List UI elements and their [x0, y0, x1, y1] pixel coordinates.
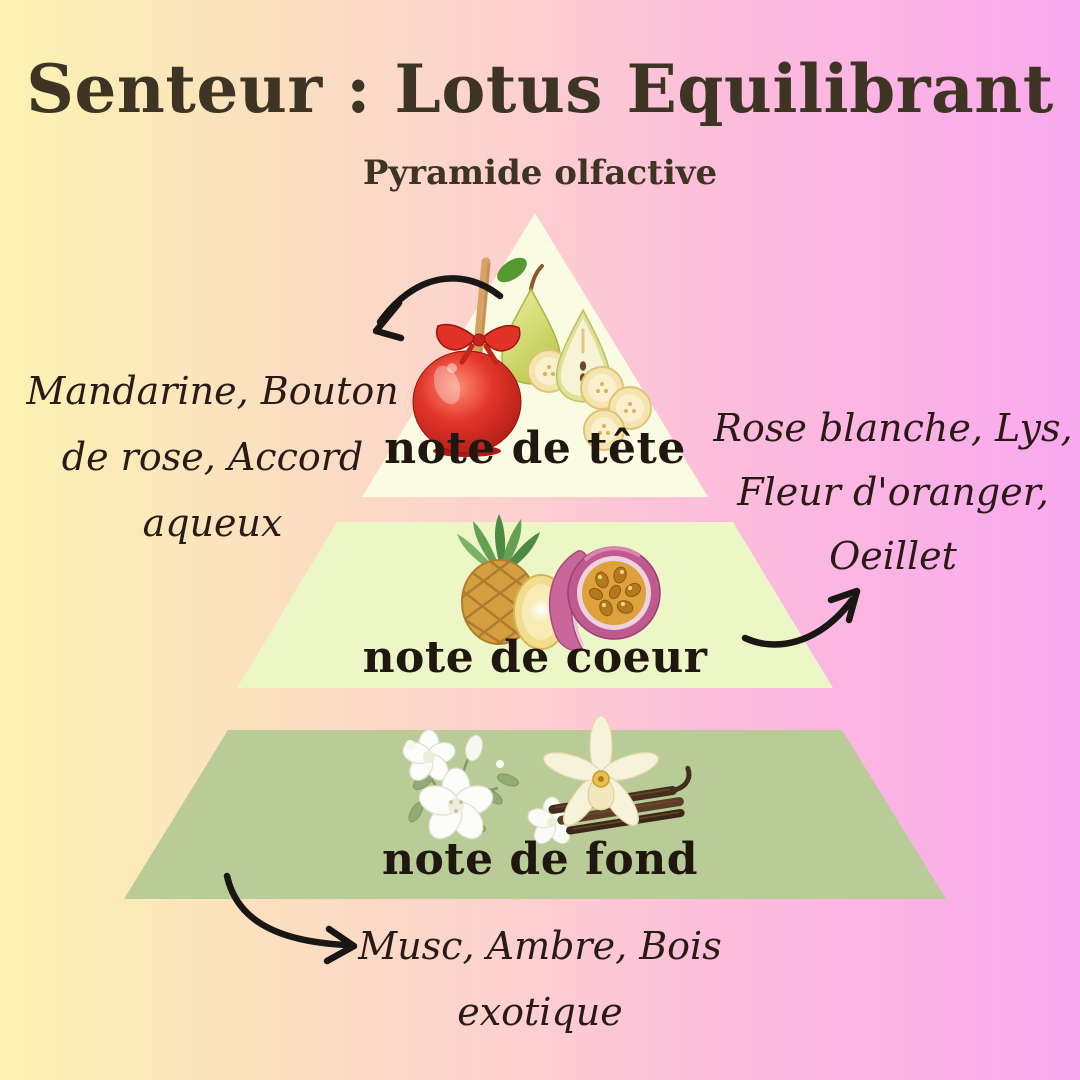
- candy-apple-image: [412, 257, 522, 457]
- level-label-top: note de tête: [384, 423, 686, 474]
- base-notes-line: exotique: [457, 990, 623, 1034]
- heart-notes-line: Oeillet: [829, 534, 957, 578]
- base-notes-line: Musc, Ambre, Bois: [358, 924, 722, 968]
- base-notes-text: Musc, Ambre, Bois exotique: [280, 913, 800, 1045]
- curved-arrow-top-icon: [372, 275, 504, 342]
- curved-arrow-heart-icon: [741, 587, 861, 648]
- top-notes-line: de rose, Accord: [61, 435, 364, 479]
- heart-notes-line: Rose blanche, Lys,: [713, 406, 1073, 450]
- passion-fruit-image: [548, 546, 661, 652]
- top-notes-line: aqueux: [142, 501, 283, 545]
- blossom: [418, 767, 494, 840]
- page-subtitle: Pyramide olfactive: [362, 153, 718, 193]
- level-label-heart: note de coeur: [362, 632, 708, 683]
- white-flowers-image: [402, 729, 577, 844]
- banana-slices-image: [580, 366, 652, 451]
- level-label-base: note de fond: [381, 834, 699, 885]
- top-notes-line: Mandarine, Bouton: [26, 369, 399, 413]
- curved-arrow-base-icon: [223, 872, 358, 965]
- heart-notes-line: Fleur d'oranger,: [737, 470, 1049, 514]
- top-notes-text: Mandarine, Bouton de rose, Accord aqueux: [25, 358, 400, 556]
- page-title: Senteur : Lotus Equilibrant: [26, 50, 1054, 128]
- vanilla-image: [543, 715, 692, 835]
- heart-notes-text: Rose blanche, Lys, Fleur d'oranger, Oeil…: [700, 396, 1080, 588]
